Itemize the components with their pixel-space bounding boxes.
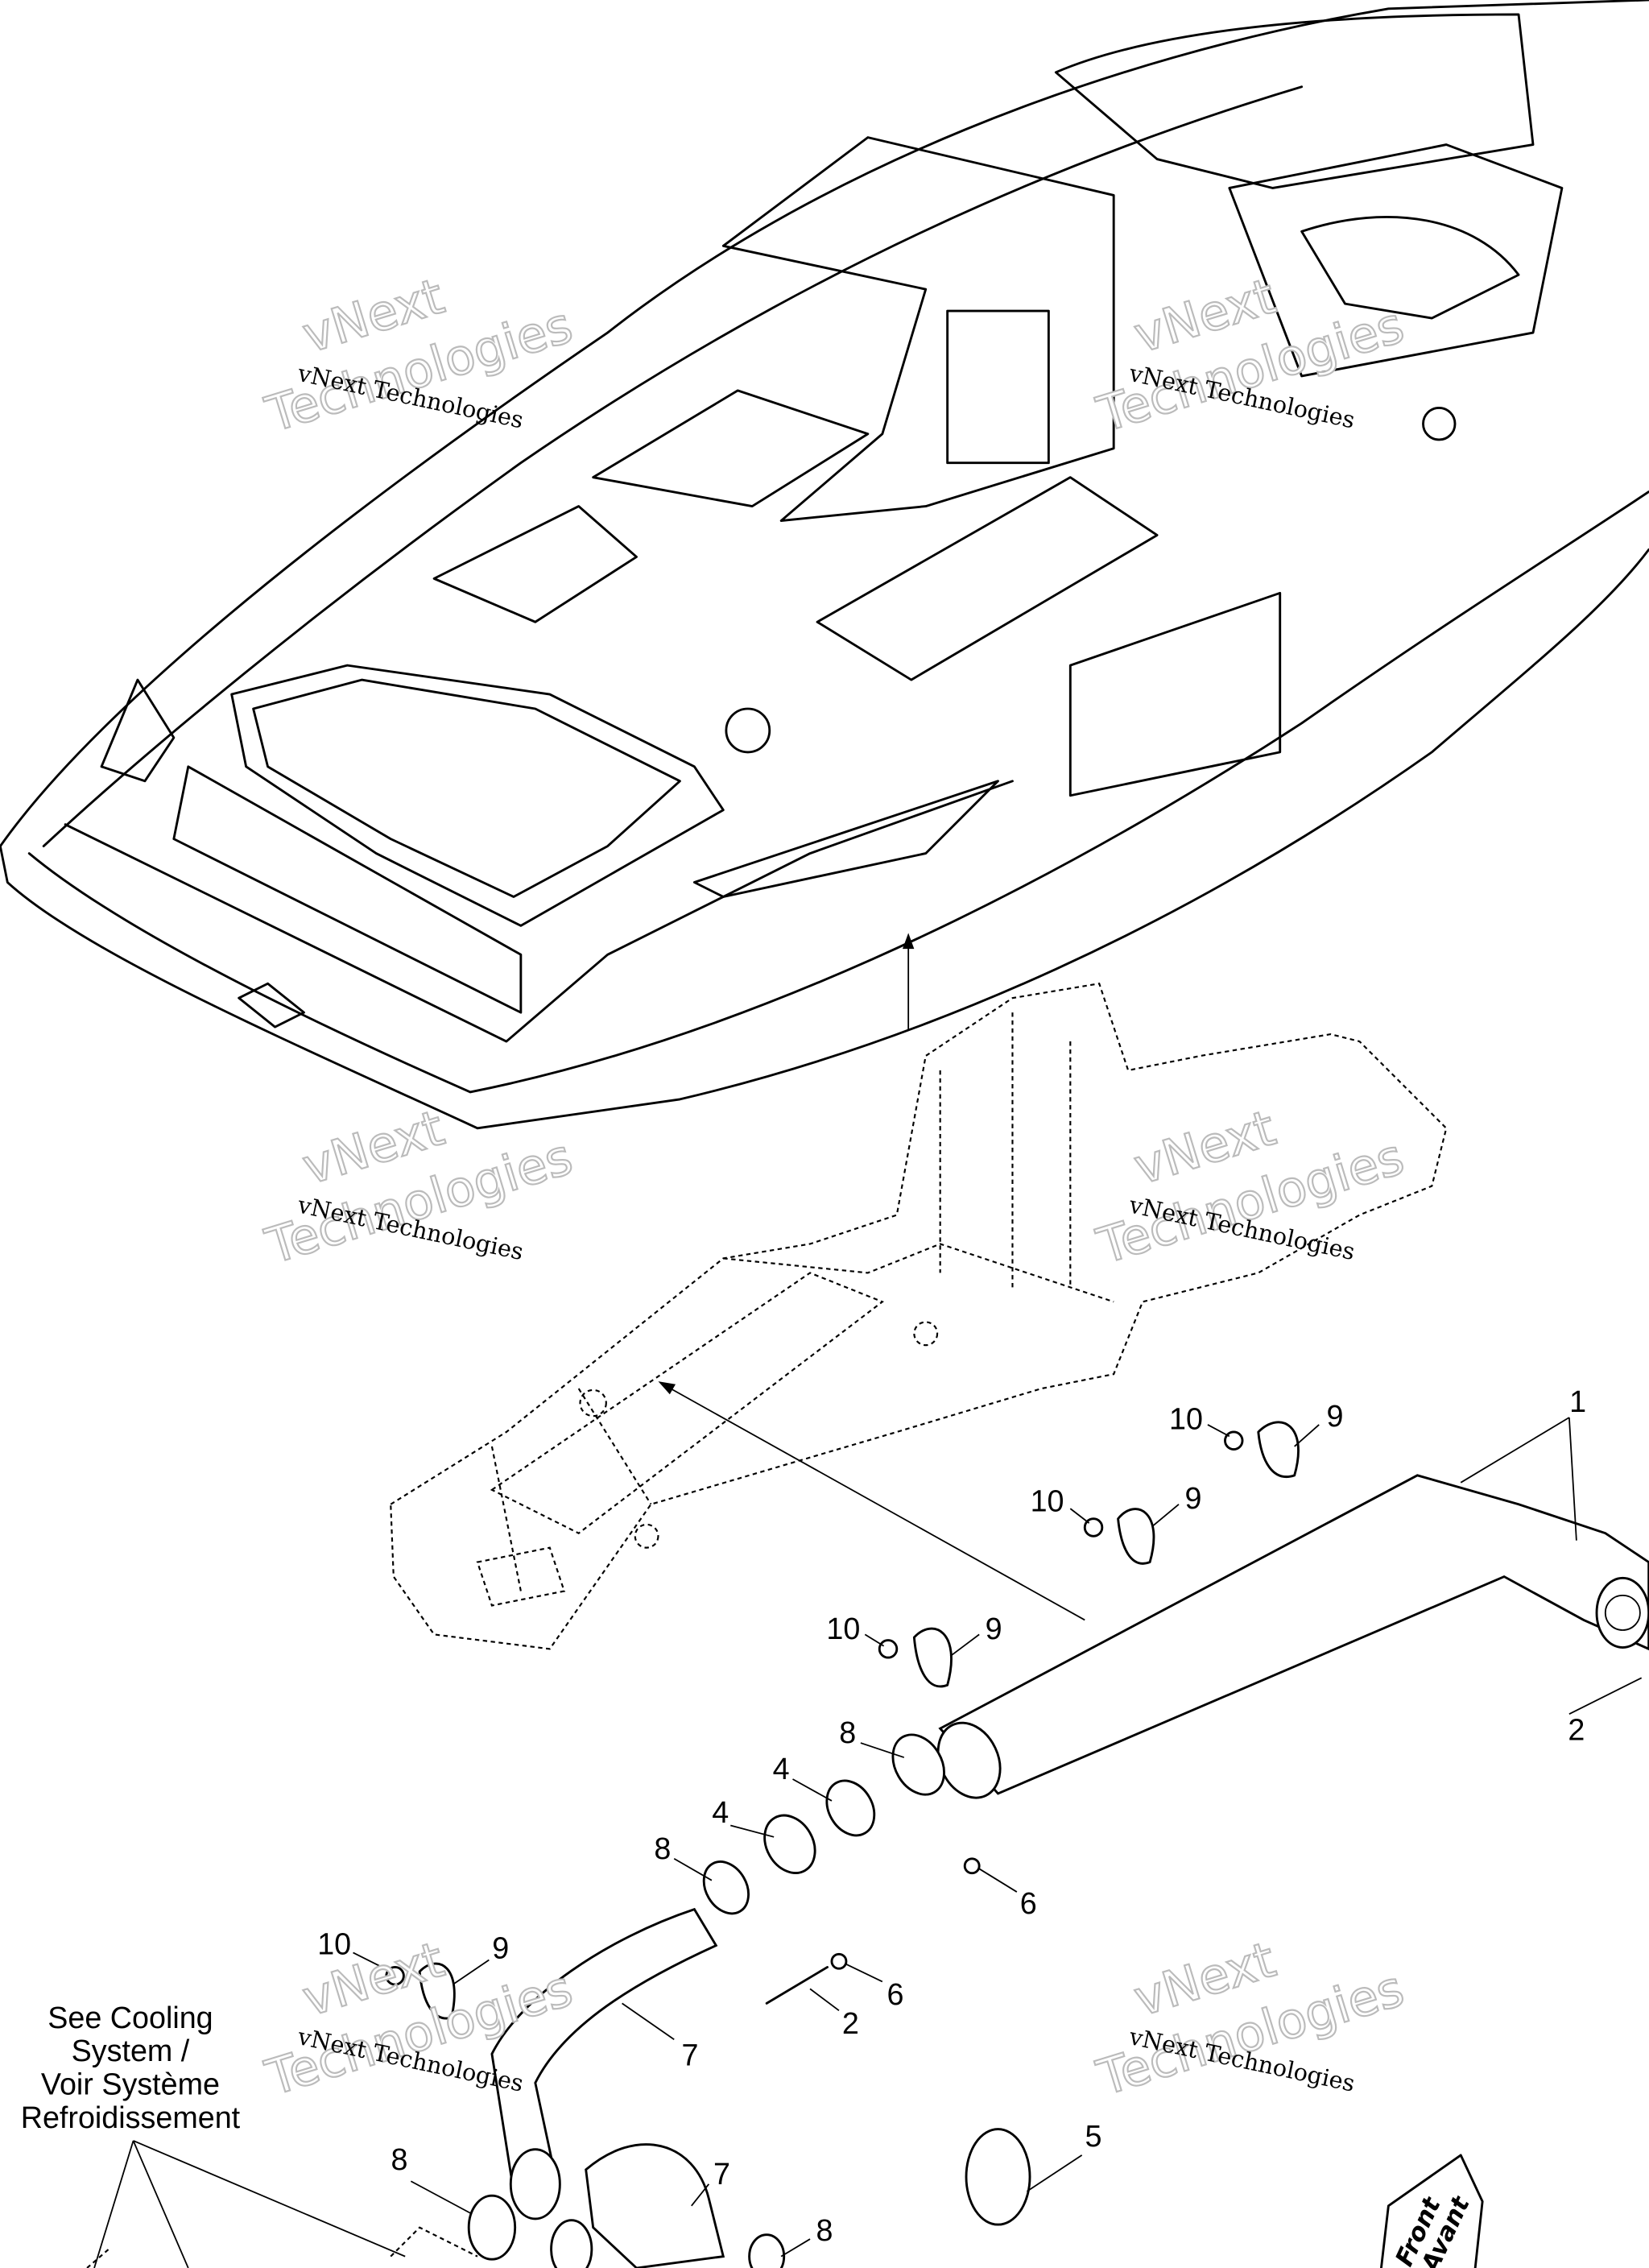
callout-9: 9 <box>1326 1399 1343 1433</box>
callout-5: 5 <box>1085 2119 1102 2153</box>
callout-8: 8 <box>816 2213 833 2247</box>
callout-numbers: 1 2 10 9 10 9 10 9 8 4 4 8 6 6 2 10 9 7 … <box>317 1384 1586 2247</box>
exhaust-pipes <box>86 1421 1649 2268</box>
callout-6: 6 <box>1020 1886 1037 1920</box>
callout-8: 8 <box>839 1715 856 1749</box>
leader-lines <box>93 1417 1643 2268</box>
callout-7: 7 <box>681 2038 698 2072</box>
callout-2: 2 <box>842 2006 859 2040</box>
arrows <box>658 933 1085 1621</box>
callout-9: 9 <box>1184 1481 1201 1515</box>
cooling-system-note: See Cooling System / Voir Système Refroi… <box>21 2001 241 2134</box>
callout-6: 6 <box>887 1977 904 2011</box>
callout-4: 4 <box>773 1752 790 1786</box>
note-line-1: See Cooling <box>48 2001 213 2034</box>
note-line-3: Voir Système <box>41 2067 220 2100</box>
callout-8: 8 <box>391 2142 408 2176</box>
callout-10: 10 <box>826 1612 860 1645</box>
note-line-4: Refroidissement <box>21 2100 241 2134</box>
callout-7: 7 <box>713 2157 730 2191</box>
callout-2: 2 <box>1568 1712 1585 1746</box>
callout-9: 9 <box>492 1931 509 1965</box>
callout-4: 4 <box>712 1795 729 1829</box>
callout-10: 10 <box>1031 1484 1064 1518</box>
fuel-tank-outline <box>390 983 1448 1650</box>
callout-9: 9 <box>986 1612 1002 1645</box>
hull-deck <box>0 0 1649 1130</box>
callout-1: 1 <box>1569 1384 1586 1418</box>
front-direction-tag: Front Avant <box>1379 2154 1484 2268</box>
callout-8: 8 <box>654 1831 671 1865</box>
callout-10: 10 <box>1169 1401 1203 1435</box>
note-line-2: System / <box>72 2034 190 2067</box>
callout-10: 10 <box>317 1927 351 1960</box>
